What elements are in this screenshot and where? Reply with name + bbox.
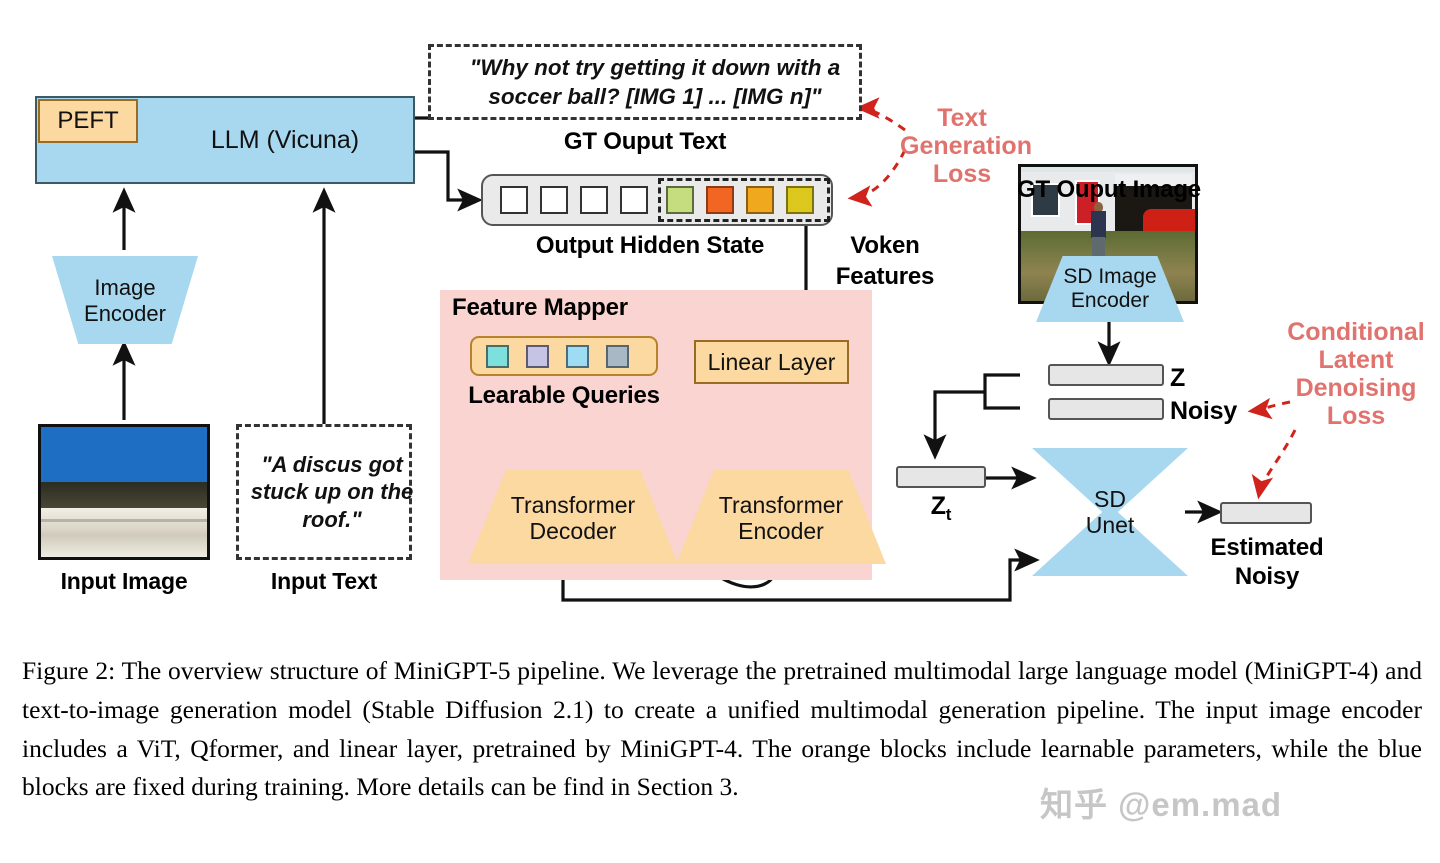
input-text-box: "A discus got stuck up on the roof."	[236, 424, 413, 560]
zt-latent-bar	[896, 466, 986, 488]
peft-block: PEFT	[38, 99, 138, 143]
transformer-decoder-label: Transformer Decoder	[510, 491, 636, 544]
hidden-state-square	[500, 186, 528, 214]
gt-output-text-quote: "Why not try getting it down with a socc…	[469, 54, 841, 109]
learnable-query-square	[486, 345, 509, 368]
voken-features-label: Voken Features	[835, 232, 935, 291]
transformer-encoder-block	[676, 470, 886, 564]
voken-square	[706, 186, 734, 214]
estimated-noisy-bar	[1220, 502, 1312, 524]
linear-layer-label: Linear Layer	[707, 348, 836, 375]
transformer-decoder-block	[468, 470, 678, 564]
image-encoder-label: Image Encoder	[84, 275, 166, 326]
gt-output-text-box: "Why not try getting it down with a socc…	[428, 44, 862, 120]
learnable-query-square	[566, 345, 589, 368]
voken-square	[666, 186, 694, 214]
noisy-label: Noisy	[1170, 397, 1238, 425]
hidden-state-square	[620, 186, 648, 214]
text-generation-loss-label: Text Generation Loss	[900, 104, 1032, 188]
sd-image-encoder-label: SD Image Encoder	[1063, 265, 1157, 312]
image-encoder-fill	[55, 259, 195, 341]
watermark: 知乎 @em.mad	[1040, 786, 1283, 823]
sd-unet-label: SD Unet	[1085, 485, 1135, 538]
noisy-latent-bar	[1048, 398, 1164, 420]
conditional-denoising-loss-label: Conditional Latent Denoising Loss	[1287, 318, 1425, 430]
estimated-noisy-label: Estimated Noisy	[1210, 534, 1324, 590]
gt-output-text-label: GT Ouput Text	[563, 128, 727, 155]
z-latent-bar	[1048, 364, 1164, 386]
llm-label: LLM (Vicuna)	[210, 125, 360, 154]
figure-caption: Figure 2: The overview structure of Mini…	[22, 656, 1422, 802]
feature-mapper-title: Feature Mapper	[452, 294, 628, 321]
voken-square	[786, 186, 814, 214]
voken-square	[746, 186, 774, 214]
input-image-thumbnail	[38, 424, 210, 560]
sd-image-encoder-block	[1036, 256, 1184, 322]
linear-layer-block: Linear Layer	[694, 340, 849, 384]
gt-output-image-label: GT Ouput Image	[1017, 176, 1201, 203]
figure-diagram: LLM (Vicuna) PEFT	[35, 44, 1425, 602]
zt-label: Zt	[930, 492, 952, 524]
input-text-label: Input Text	[270, 568, 378, 594]
output-hidden-state-box	[481, 174, 833, 226]
peft-label: PEFT	[57, 107, 119, 135]
output-hidden-state-label: Output Hidden State	[535, 232, 765, 259]
learnable-query-square	[526, 345, 549, 368]
voken-group-dashed-box	[658, 178, 830, 222]
learnable-query-square	[606, 345, 629, 368]
input-image-label: Input Image	[60, 568, 188, 594]
input-text-quote: "A discus got stuck up on the roof."	[250, 451, 414, 532]
learnable-queries-label: Learable Queries	[468, 382, 660, 409]
hidden-state-square	[540, 186, 568, 214]
transformer-encoder-label: Transformer Encoder	[718, 491, 844, 544]
hidden-state-square	[580, 186, 608, 214]
z-label: Z	[1170, 364, 1186, 392]
